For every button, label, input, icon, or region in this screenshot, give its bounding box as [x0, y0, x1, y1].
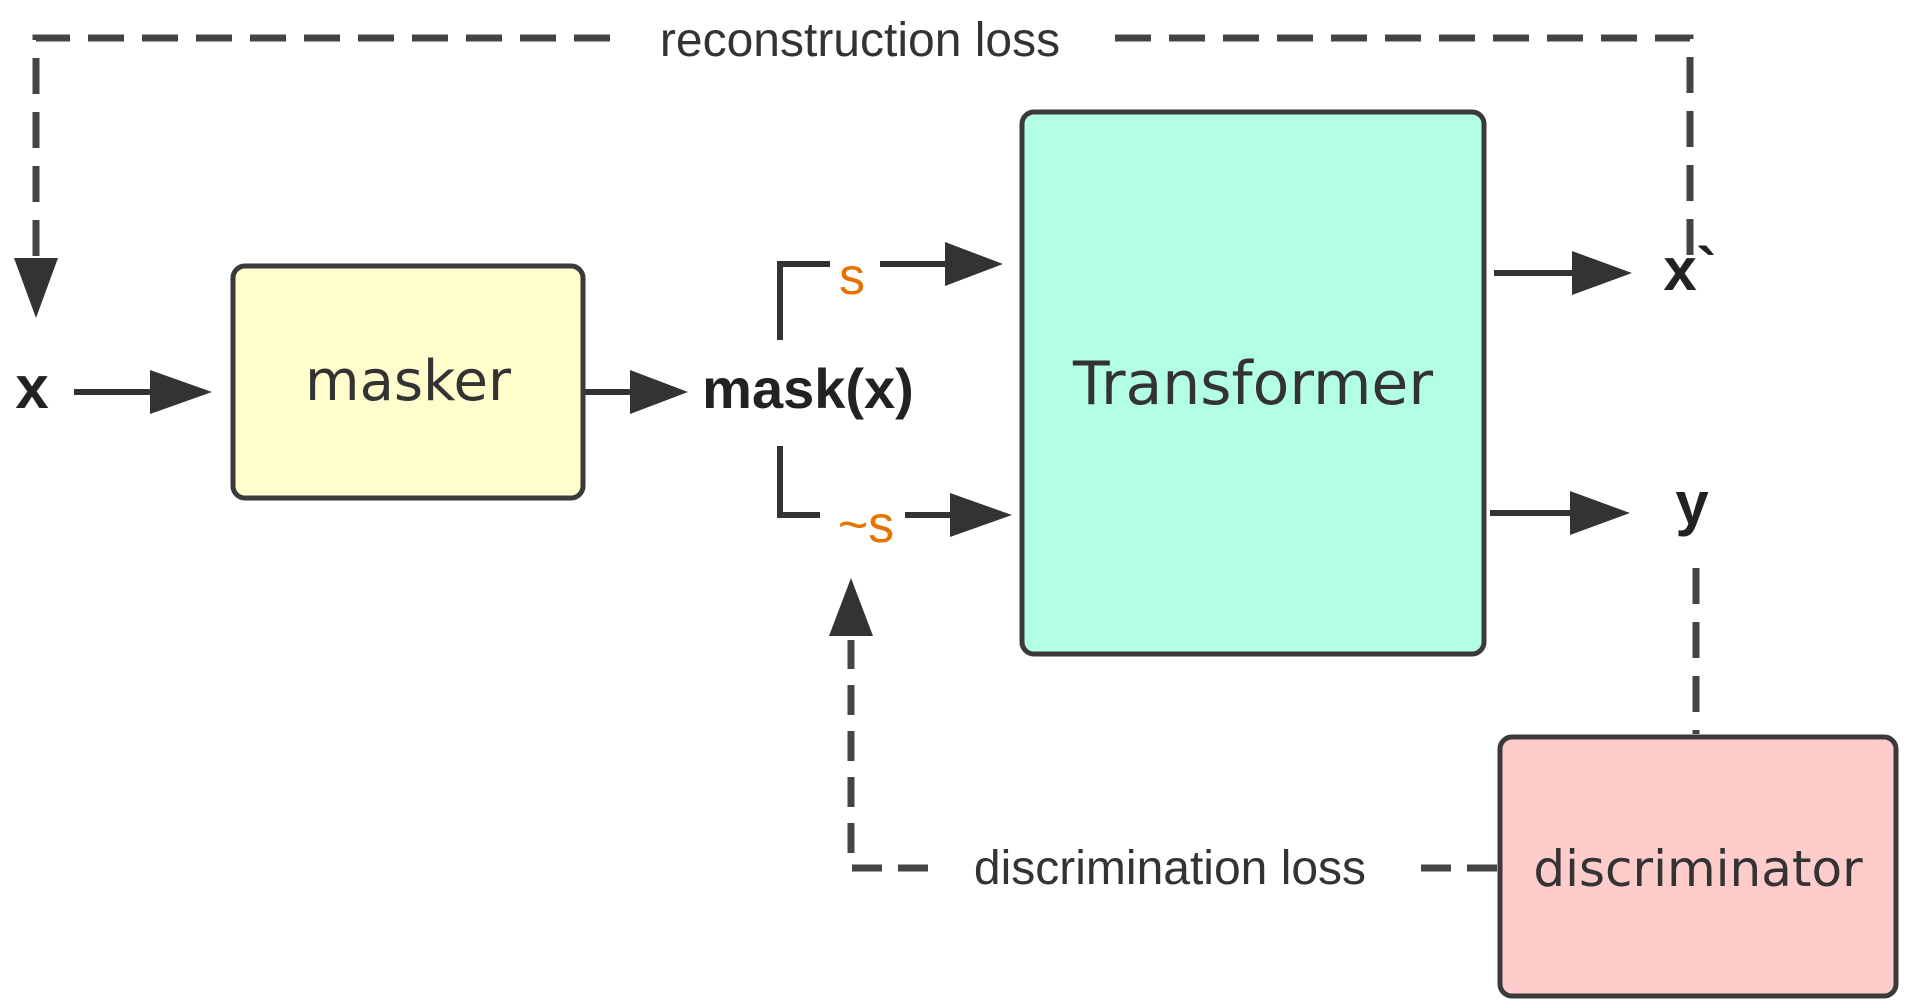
discrimination-loss-path [847, 640, 1497, 872]
not-s-to-transformer-arrow [905, 493, 1012, 537]
discriminator-label: discriminator [1533, 840, 1863, 898]
x-to-masker-arrow [74, 370, 212, 414]
s-to-transformer-arrow [880, 242, 1003, 286]
masker-box: masker [230, 263, 586, 501]
reconstruction-loss-label: reconstruction loss [660, 14, 1060, 67]
y-label: y [1675, 470, 1709, 537]
discriminator-box: discriminator [1497, 734, 1899, 999]
x-prime-label: x` [1663, 236, 1716, 303]
discrimination-arrow-head [829, 578, 873, 636]
transformer-to-y-arrow [1490, 491, 1630, 535]
reconstruction-loss-path [32, 34, 1694, 262]
input-x-label: x [15, 354, 48, 421]
transformer-to-xprime-arrow [1494, 251, 1632, 295]
split-bracket [777, 261, 830, 518]
masker-label: masker [305, 349, 512, 414]
transformer-box: Transformer [1019, 109, 1487, 657]
reconstruction-arrow-head [14, 258, 58, 318]
masker-to-mask-arrow [585, 370, 688, 414]
mask-x-label: mask(x) [702, 357, 914, 420]
transformer-label: Transformer [1072, 349, 1433, 419]
s-label: s [839, 248, 865, 306]
not-s-label: ~s [838, 496, 894, 554]
discrimination-loss-label: discrimination loss [974, 842, 1366, 895]
